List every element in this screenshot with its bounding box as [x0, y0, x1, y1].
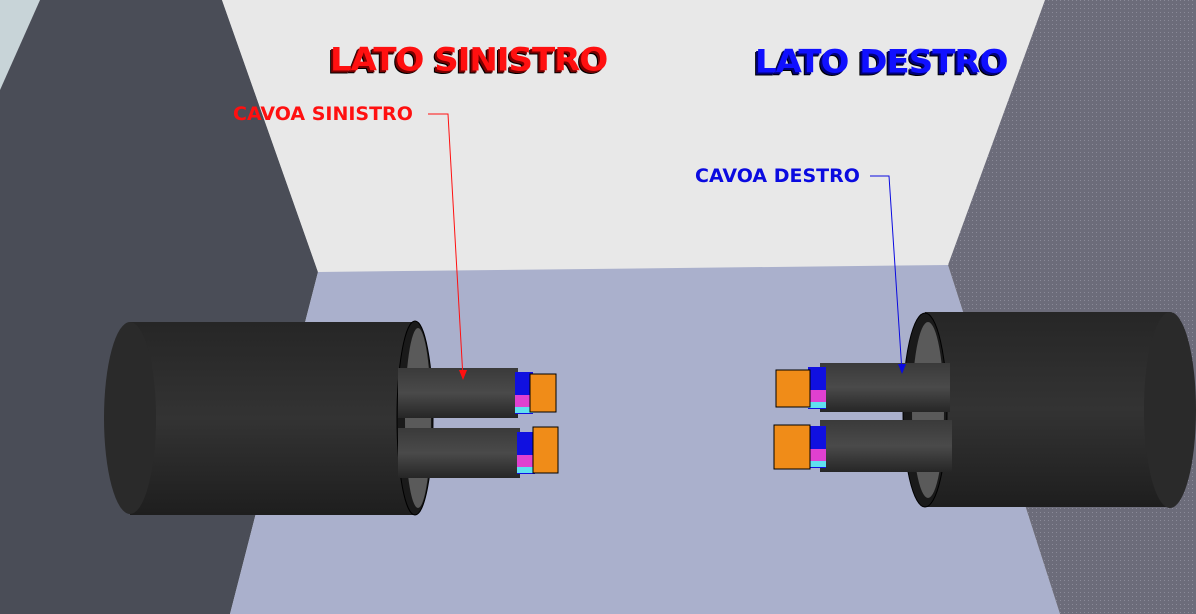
right-cable-bottom: [773, 420, 952, 472]
left-conduit: [104, 320, 559, 516]
right-side-title: LATO DESTRO: [755, 43, 1008, 81]
left-cable-top: [398, 368, 557, 418]
right-conduit: [773, 312, 1196, 508]
left-leader-arrow: [459, 370, 467, 380]
left-side-title: LATO SINISTRO: [330, 41, 608, 79]
right-cable-label: CAVOA DESTRO: [695, 165, 860, 187]
left-cable-bottom: [398, 426, 559, 478]
floor: [230, 265, 1060, 614]
back-wall: [222, 0, 1045, 272]
right-cable-top: [775, 363, 950, 412]
right-leader-line: [870, 175, 903, 373]
left-leader-line: [428, 113, 464, 379]
left-cable-label: CAVOA SINISTRO: [233, 103, 413, 125]
right-leader-arrow: [898, 364, 906, 374]
